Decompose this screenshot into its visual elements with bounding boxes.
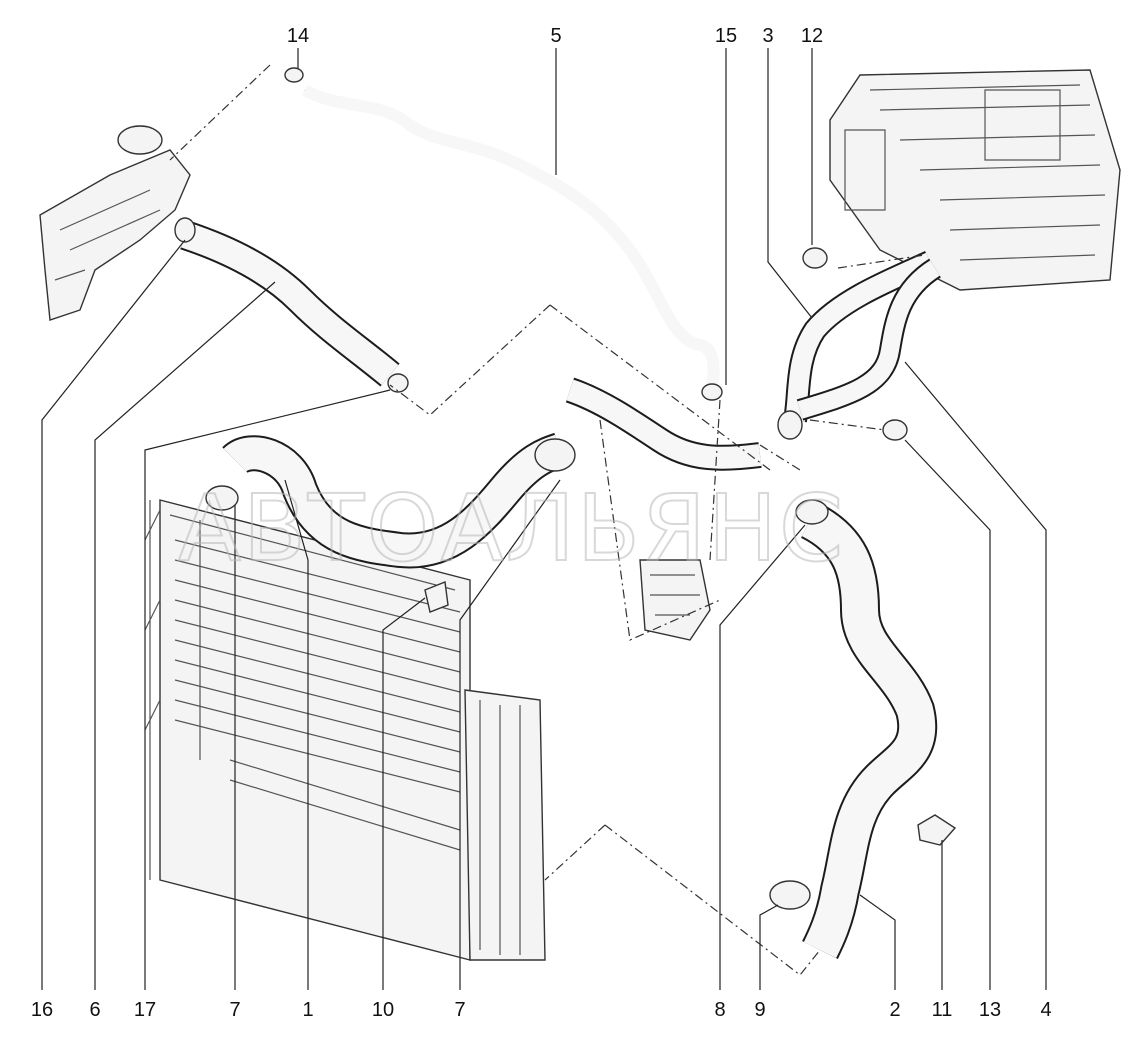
- hose-6-fill: [180, 222, 399, 385]
- clamp-12: [802, 247, 828, 269]
- clamp-7-right: [534, 438, 576, 472]
- callout-15: 15: [715, 25, 737, 47]
- clamp-16: [174, 217, 196, 243]
- assembly-lines: [169, 64, 926, 976]
- callouts-top: 14 5 15 3 12: [287, 25, 823, 47]
- callout-16: 16: [31, 999, 53, 1021]
- clamp-3-4: [777, 410, 803, 440]
- callout-12: 12: [801, 25, 823, 47]
- callout-7-right: 7: [454, 999, 465, 1021]
- clamp-15: [701, 383, 723, 401]
- hose-4-fill: [797, 260, 941, 419]
- callout-8: 8: [714, 999, 725, 1021]
- thermostat-housing: [639, 559, 711, 641]
- connector-pipe-fill: [566, 379, 762, 469]
- clamp-14: [284, 67, 304, 83]
- clamp-13: [882, 419, 908, 441]
- clamp-8: [795, 499, 829, 525]
- expansion-tank: [39, 125, 191, 321]
- hose-1-fill: [223, 434, 566, 567]
- callout-4: 4: [1040, 999, 1051, 1021]
- clamp-9: [769, 880, 811, 910]
- clamp-7-left: [205, 485, 239, 511]
- callout-13: 13: [979, 999, 1001, 1021]
- callout-17: 17: [134, 999, 156, 1021]
- callout-9: 9: [754, 999, 765, 1021]
- callout-5: 5: [550, 25, 561, 47]
- callouts-bottom: 16 6 17 7 1 10 7 8 9 2 11 13 4: [31, 999, 1052, 1021]
- callout-10: 10: [372, 999, 394, 1021]
- clamp-10: [424, 581, 449, 613]
- callout-14: 14: [287, 25, 309, 47]
- callout-2: 2: [889, 999, 900, 1021]
- callout-3: 3: [762, 25, 773, 47]
- clamp-11: [917, 814, 957, 846]
- radiator: [144, 499, 546, 961]
- hose-3-fill: [785, 252, 935, 422]
- callout-7-left: 7: [229, 999, 240, 1021]
- callout-6: 6: [89, 999, 100, 1021]
- hose-5-fill: [302, 84, 720, 387]
- hose-2-fill: [801, 503, 936, 959]
- watermark: АВТОАЛЬЯНС: [178, 475, 845, 582]
- callout-1: 1: [302, 999, 313, 1021]
- callout-11: 11: [932, 999, 953, 1021]
- heater-unit: [829, 69, 1121, 291]
- clamp-17: [387, 373, 409, 393]
- leader-lines: [41, 48, 1047, 990]
